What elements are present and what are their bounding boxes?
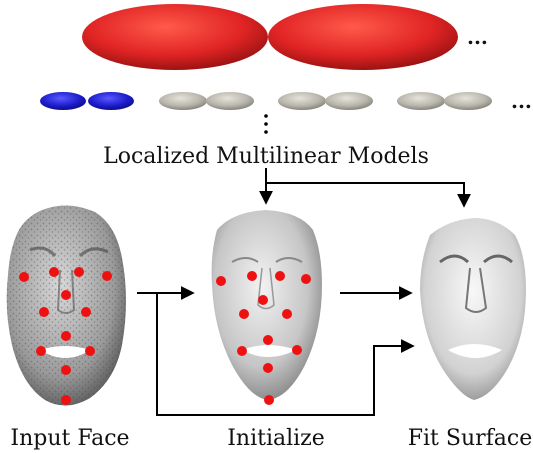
small-model-gray-5 bbox=[397, 92, 445, 110]
landmark-dot-icon bbox=[239, 309, 249, 319]
landmark-dot-icon bbox=[74, 267, 84, 277]
input-mouth bbox=[40, 346, 90, 358]
landmark-dot-icon bbox=[85, 346, 95, 356]
landmark-dot-icon bbox=[61, 331, 71, 341]
landmark-dot-icon bbox=[275, 271, 285, 281]
landmark-dot-icon bbox=[102, 271, 112, 281]
landmark-dot-icon bbox=[263, 335, 273, 345]
small-model-blue-2 bbox=[88, 92, 134, 110]
input-face-label: Input Face bbox=[10, 426, 129, 451]
initialize-mouth bbox=[242, 345, 296, 357]
small-model-blue-1 bbox=[40, 92, 86, 110]
pipeline-arrows bbox=[137, 286, 415, 416]
small-model-gray-6 bbox=[444, 92, 492, 110]
input-face-scan bbox=[6, 205, 127, 406]
landmark-dot-icon bbox=[292, 345, 302, 355]
initialize-label: Initialize bbox=[227, 426, 325, 451]
small-model-gray-4 bbox=[325, 92, 373, 110]
landmark-dot-icon bbox=[61, 395, 71, 405]
small-model-gray-2 bbox=[206, 92, 254, 110]
fit-mouth bbox=[448, 344, 502, 358]
fit-surface-face bbox=[420, 218, 526, 400]
landmark-dot-icon bbox=[264, 395, 274, 405]
landmark-dot-icon bbox=[19, 272, 29, 282]
small-models-row: ... bbox=[40, 89, 532, 113]
fit-surface-label: Fit Surface bbox=[408, 426, 533, 451]
model-arrows bbox=[259, 168, 471, 208]
landmark-dot-icon bbox=[61, 365, 71, 375]
landmark-dot-icon bbox=[258, 295, 268, 305]
small-model-gray-3 bbox=[278, 92, 326, 110]
landmark-dot-icon bbox=[263, 363, 273, 373]
input-landmarks bbox=[19, 267, 112, 405]
vertical-ellipsis bbox=[264, 114, 268, 134]
small-models-ellipsis: ... bbox=[511, 89, 532, 113]
small-model-gray-1 bbox=[159, 92, 207, 110]
landmark-dot-icon bbox=[81, 307, 91, 317]
landmark-dot-icon bbox=[49, 267, 59, 277]
landmark-dot-icon bbox=[61, 290, 71, 300]
landmark-dot-icon bbox=[216, 276, 226, 286]
landmark-dot-icon bbox=[39, 307, 49, 317]
landmark-dot-icon bbox=[36, 346, 46, 356]
models-label: Localized Multilinear Models bbox=[103, 144, 429, 169]
large-model-ellipsoid-2 bbox=[268, 4, 458, 70]
landmark-dot-icon bbox=[301, 274, 311, 284]
large-model-ellipsoid-1 bbox=[82, 4, 268, 70]
initialize-landmarks bbox=[216, 271, 311, 405]
large-models-ellipsis: ... bbox=[467, 25, 488, 49]
landmark-dot-icon bbox=[282, 309, 292, 319]
landmark-dot-icon bbox=[247, 271, 257, 281]
large-models-row: ... bbox=[82, 4, 488, 70]
landmark-dot-icon bbox=[237, 346, 247, 356]
